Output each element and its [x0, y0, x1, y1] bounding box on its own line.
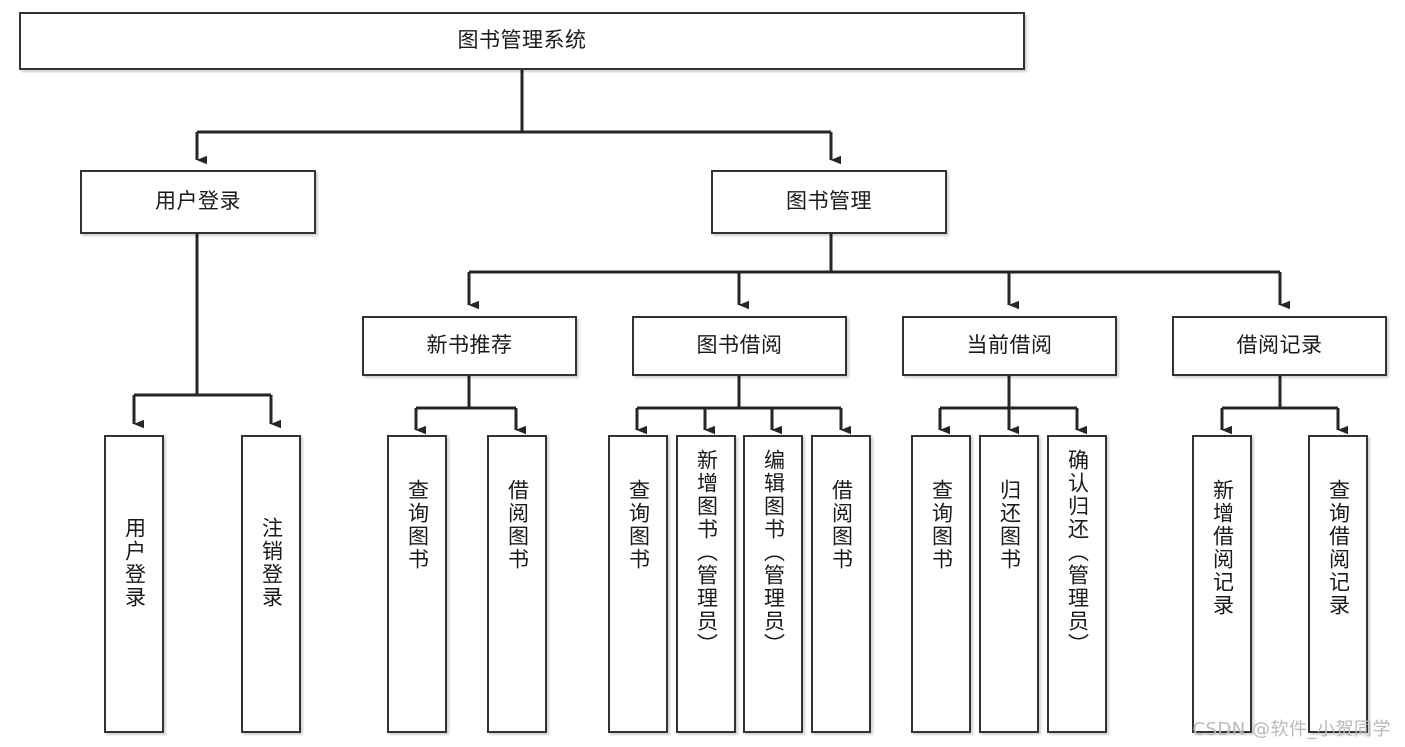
- node-root[interactable]: 图书管理系统: [19, 12, 1025, 70]
- node-current-borrow-label: 当前借阅: [966, 333, 1053, 358]
- node-leaf-user-login-label: 用户登录: [122, 517, 147, 609]
- node-leaf-return-book[interactable]: 归还图书: [979, 435, 1039, 733]
- node-leaf-query-book-1[interactable]: 查询图书: [387, 435, 447, 733]
- node-leaf-borrow-book-2-label: 借阅图书: [829, 479, 854, 571]
- node-leaf-logout-login[interactable]: 注销登录: [241, 435, 301, 733]
- node-user-login-label: 用户登录: [155, 189, 241, 214]
- node-leaf-query-record-label: 查询借阅记录: [1326, 479, 1351, 617]
- node-leaf-edit-book-label: 编辑图书（管理员）: [761, 449, 786, 656]
- node-leaf-logout-login-label: 注销登录: [259, 517, 284, 609]
- node-leaf-query-record[interactable]: 查询借阅记录: [1308, 435, 1368, 733]
- node-book-borrow-label: 图书借阅: [696, 333, 783, 358]
- node-leaf-borrow-book-2[interactable]: 借阅图书: [811, 435, 871, 733]
- node-user-login[interactable]: 用户登录: [80, 170, 316, 234]
- node-leaf-add-book-label: 新增图书（管理员）: [694, 449, 719, 656]
- node-leaf-borrow-book-1-label: 借阅图书: [505, 479, 530, 571]
- node-new-book-rec[interactable]: 新书推荐: [362, 316, 577, 376]
- node-leaf-add-record-label: 新增借阅记录: [1210, 479, 1235, 617]
- node-book-borrow[interactable]: 图书借阅: [632, 316, 847, 376]
- node-leaf-query-book-2[interactable]: 查询图书: [608, 435, 668, 733]
- node-leaf-query-book-3[interactable]: 查询图书: [911, 435, 971, 733]
- node-new-book-rec-label: 新书推荐: [426, 333, 513, 358]
- node-borrow-record[interactable]: 借阅记录: [1172, 316, 1387, 376]
- node-leaf-query-book-3-label: 查询图书: [929, 479, 954, 571]
- node-leaf-add-book[interactable]: 新增图书（管理员）: [676, 435, 736, 733]
- node-book-manage-label: 图书管理: [786, 189, 872, 214]
- node-book-manage[interactable]: 图书管理: [711, 170, 947, 234]
- watermark-text: CSDN @软件_小贺同学: [1192, 719, 1391, 740]
- node-leaf-add-record[interactable]: 新增借阅记录: [1192, 435, 1252, 733]
- node-leaf-query-book-1-label: 查询图书: [405, 479, 430, 571]
- node-borrow-record-label: 借阅记录: [1236, 333, 1323, 358]
- node-leaf-return-book-label: 归还图书: [997, 479, 1022, 571]
- node-leaf-confirm-return-label: 确认归还（管理员）: [1065, 449, 1090, 656]
- node-leaf-user-login[interactable]: 用户登录: [104, 435, 164, 733]
- node-leaf-confirm-return[interactable]: 确认归还（管理员）: [1047, 435, 1107, 733]
- node-root-label: 图书管理系统: [457, 28, 587, 53]
- node-leaf-borrow-book-1[interactable]: 借阅图书: [487, 435, 547, 733]
- node-current-borrow[interactable]: 当前借阅: [902, 316, 1117, 376]
- node-leaf-query-book-2-label: 查询图书: [626, 479, 651, 571]
- node-leaf-edit-book[interactable]: 编辑图书（管理员）: [743, 435, 803, 733]
